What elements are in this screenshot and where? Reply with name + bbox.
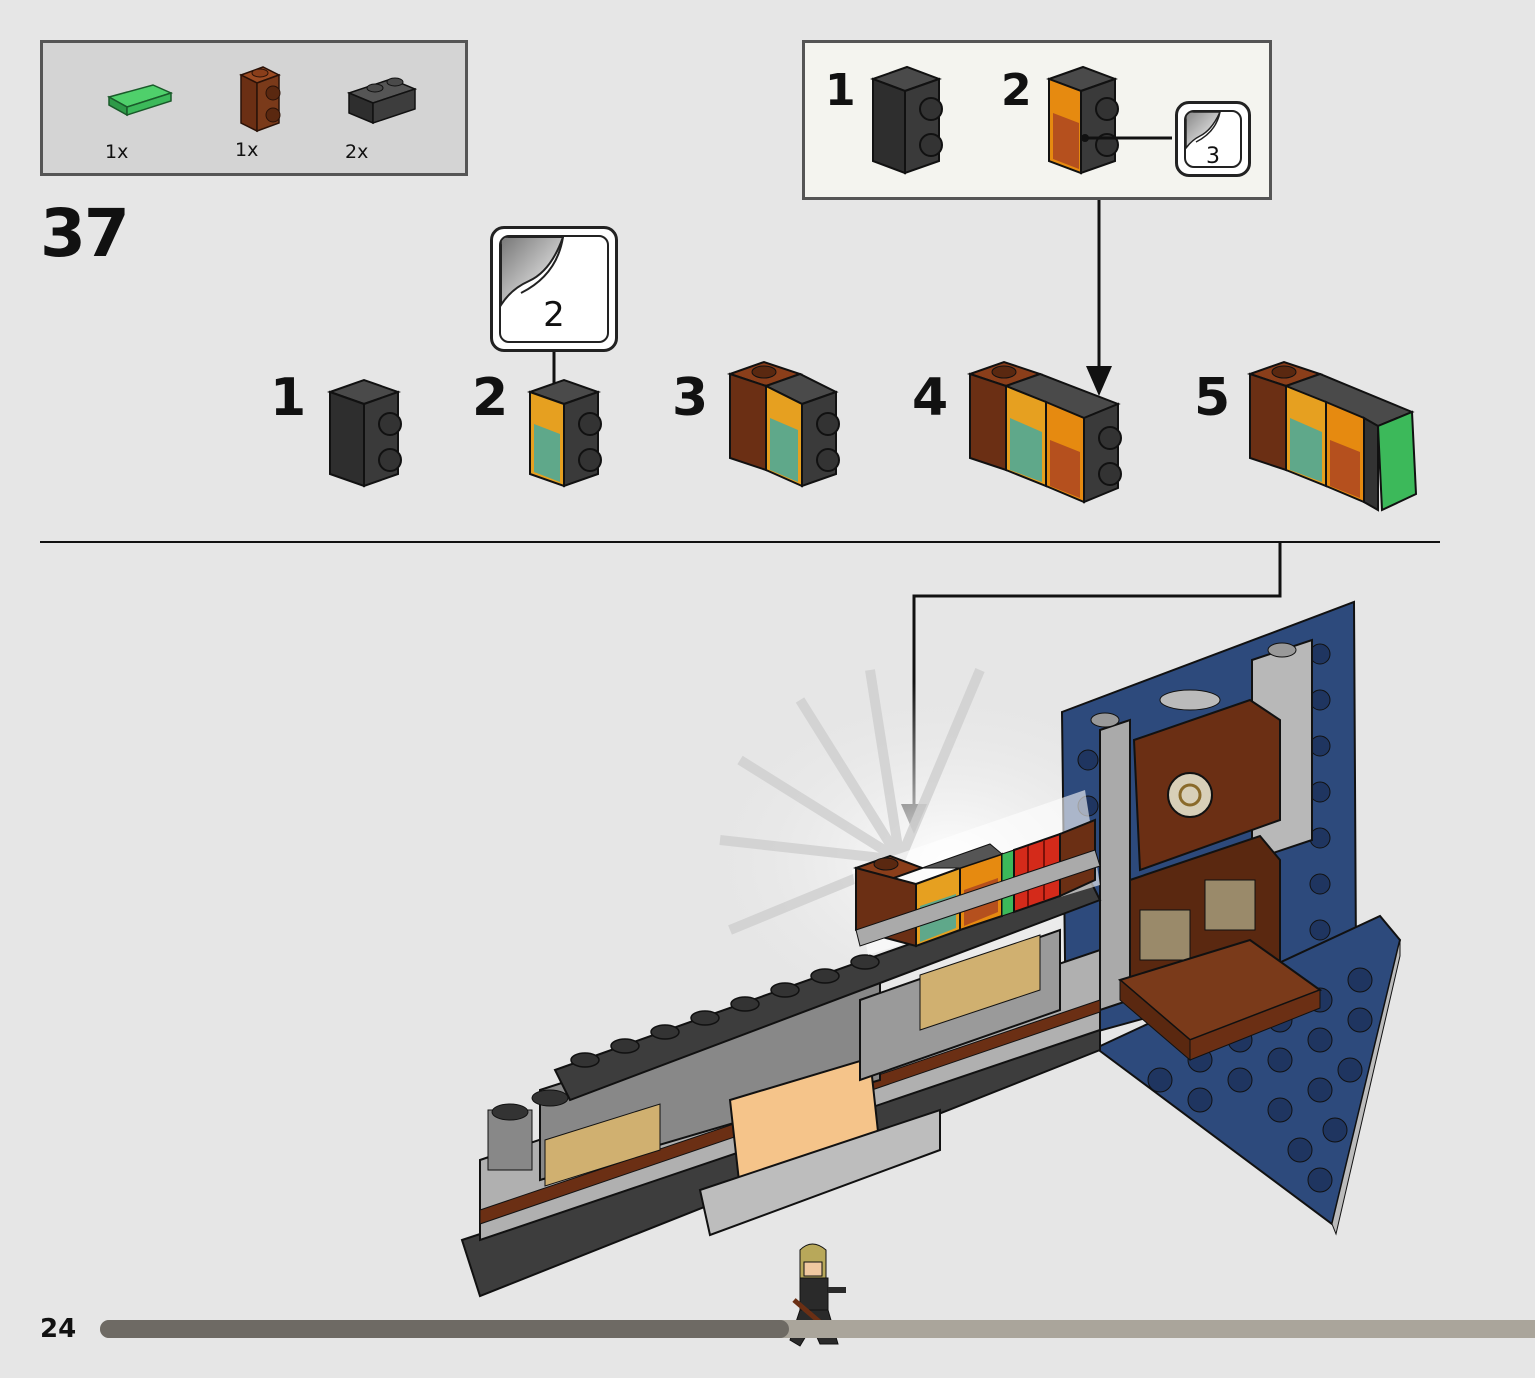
sticker-callout: 3 [1175,101,1251,177]
blue-floor-plate [1094,914,1402,1236]
step-number: 37 [40,195,130,272]
new-bookshelf-assembly [852,790,1101,955]
dark-gray-brick-icon [346,77,418,125]
parts-list-box: 1x 1x 2x [40,40,468,176]
brown-brick-icon [239,66,281,133]
part-dark-gray-brick: 2x [345,63,435,163]
progress-fill [100,1320,789,1338]
sequence-step-number: 1 [270,368,307,428]
sequence-step-number: 2 [472,368,509,428]
sticker-number: 3 [1206,144,1220,168]
sticker-callout: 2 [490,226,618,352]
arrow-to-step-4 [1086,200,1112,396]
sticker-corner-icon [501,237,565,307]
part-qty: 1x [235,139,259,161]
dark-gray-plate [487,878,1102,1171]
part-qty: 2x [345,141,369,163]
part-qty: 1x [105,141,129,163]
sequence-step-number: 3 [672,368,709,428]
sequence-brick-2 [526,378,602,488]
sequence-step-number: 4 [912,368,949,428]
sequence-step-number: 5 [1194,368,1231,428]
sub-step-number: 2 [1001,65,1032,116]
sticker-corner-icon [1186,112,1221,150]
fireplace-structure [1090,638,1323,1062]
green-tile-icon [107,84,174,117]
sub-step-number: 1 [825,65,856,116]
sequence-brick-5 [1246,360,1418,512]
part-green-tile: 1x [105,63,195,163]
page-number: 24 [40,1314,77,1344]
long-gray-base [460,928,1101,1298]
sequence-brick-1 [326,378,402,488]
sub-step-1-brick [870,65,943,175]
sequence-brick-3 [726,360,840,488]
sequence-brick-4 [966,360,1122,504]
progress-bar [100,1320,1535,1338]
sticker-number: 2 [543,295,565,335]
part-brown-brick: 1x [235,61,325,161]
sub-assembly-box: 1 2 3 [802,40,1272,200]
section-divider [40,541,1440,543]
